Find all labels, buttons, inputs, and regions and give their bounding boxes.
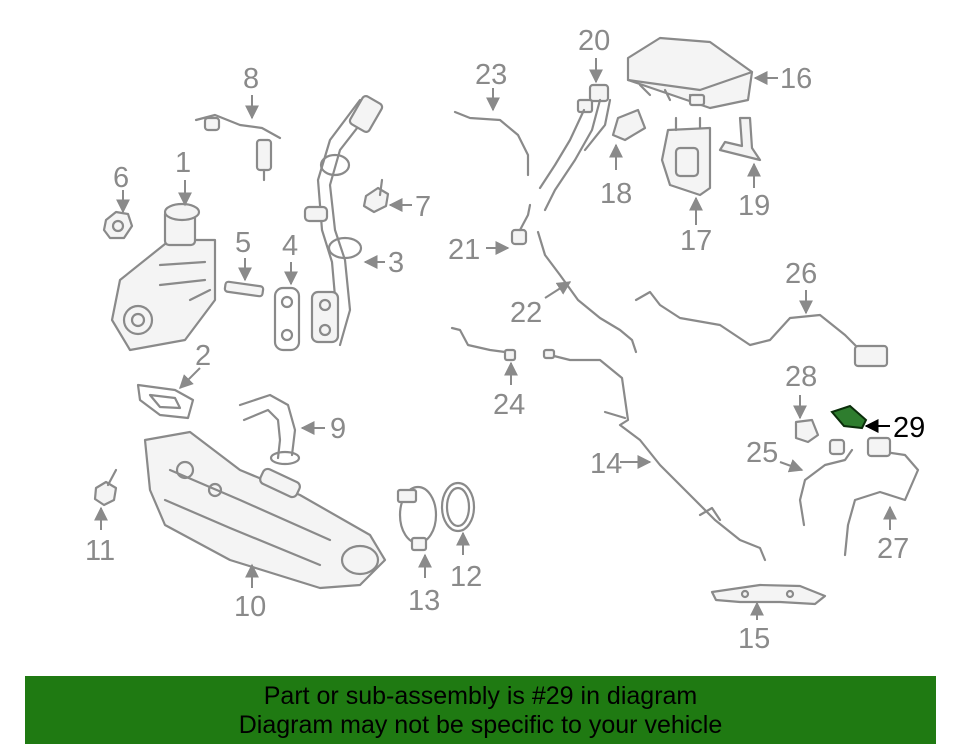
banner-line-part-number: Part or sub-assembly is #29 in diagram: [263, 682, 698, 710]
callout-21: 21: [448, 234, 480, 266]
callout-24: 24: [493, 389, 525, 421]
part-bolt-11: [93, 468, 118, 507]
callout-8: 8: [243, 63, 259, 95]
callout-labels: 1 2 3 4 5 6 7 8 9 10 11 12 13 14 15 16 1…: [85, 25, 925, 655]
callout-20: 20: [578, 25, 610, 57]
part-wire-23: [453, 110, 530, 177]
callout-6: 6: [113, 162, 129, 194]
part-coolant-pipe: [303, 95, 384, 347]
part-sensor-8: [194, 113, 282, 182]
callout-13: 13: [408, 585, 440, 617]
callout-11: 11: [85, 535, 115, 567]
part-water-pump: [110, 202, 217, 352]
callout-23: 23: [475, 59, 507, 91]
part-stud: [223, 280, 265, 298]
callout-22: 22: [510, 297, 542, 329]
callout-17: 17: [680, 225, 712, 257]
part-bracket-18: [611, 108, 647, 142]
part-clamp: [396, 485, 438, 552]
part-29-highlighted: [830, 404, 868, 430]
part-egr-cooler: [143, 430, 387, 590]
part-bracket-17: [660, 116, 712, 197]
callout-15: 15: [738, 623, 770, 655]
part-sensor-27: [843, 436, 920, 557]
callout-2: 2: [195, 340, 211, 372]
part-gasket-4: [273, 286, 301, 352]
callout-3: 3: [388, 247, 404, 279]
part-sensor-20: [538, 83, 612, 212]
callout-12: 12: [450, 561, 482, 593]
callout-19: 19: [738, 190, 770, 222]
banner-line-disclaimer: Diagram may not be specific to your vehi…: [238, 711, 723, 739]
part-control-module: [626, 36, 754, 110]
part-sensor-21: [510, 203, 532, 246]
part-ring-gasket: [440, 481, 476, 533]
callout-27: 27: [877, 533, 909, 565]
callout-29-highlighted: 29: [893, 412, 925, 444]
part-bolt-7: [362, 178, 390, 214]
info-banner: Part or sub-assembly is #29 in diagram D…: [25, 676, 936, 744]
callout-10: 10: [234, 591, 266, 623]
part-bracket-15: [710, 583, 827, 606]
part-bracket-19: [718, 116, 762, 162]
part-bracket-28: [794, 418, 820, 444]
callout-25: 25: [746, 437, 778, 469]
part-hose: [238, 393, 301, 466]
callout-28: 28: [785, 361, 817, 393]
callout-18: 18: [600, 178, 632, 210]
callout-5: 5: [235, 227, 251, 259]
part-tube-22: [536, 230, 638, 354]
parts-diagram: 1 2 3 4 5 6 7 8 9 10 11 12 13 14 15 16 1…: [85, 25, 925, 655]
callout-14: 14: [590, 448, 622, 480]
callout-9: 9: [330, 413, 346, 445]
callout-1: 1: [175, 147, 191, 179]
callout-26: 26: [785, 258, 817, 290]
part-gasket-2: [136, 383, 195, 420]
part-nut: [102, 210, 134, 240]
part-harness-14: [542, 348, 767, 562]
part-harness-26: [634, 290, 889, 368]
callout-7: 7: [415, 191, 431, 223]
callout-4: 4: [282, 230, 298, 262]
callout-16: 16: [780, 63, 812, 95]
part-sensor-24: [450, 326, 517, 362]
part-sensor-25: [798, 438, 854, 527]
